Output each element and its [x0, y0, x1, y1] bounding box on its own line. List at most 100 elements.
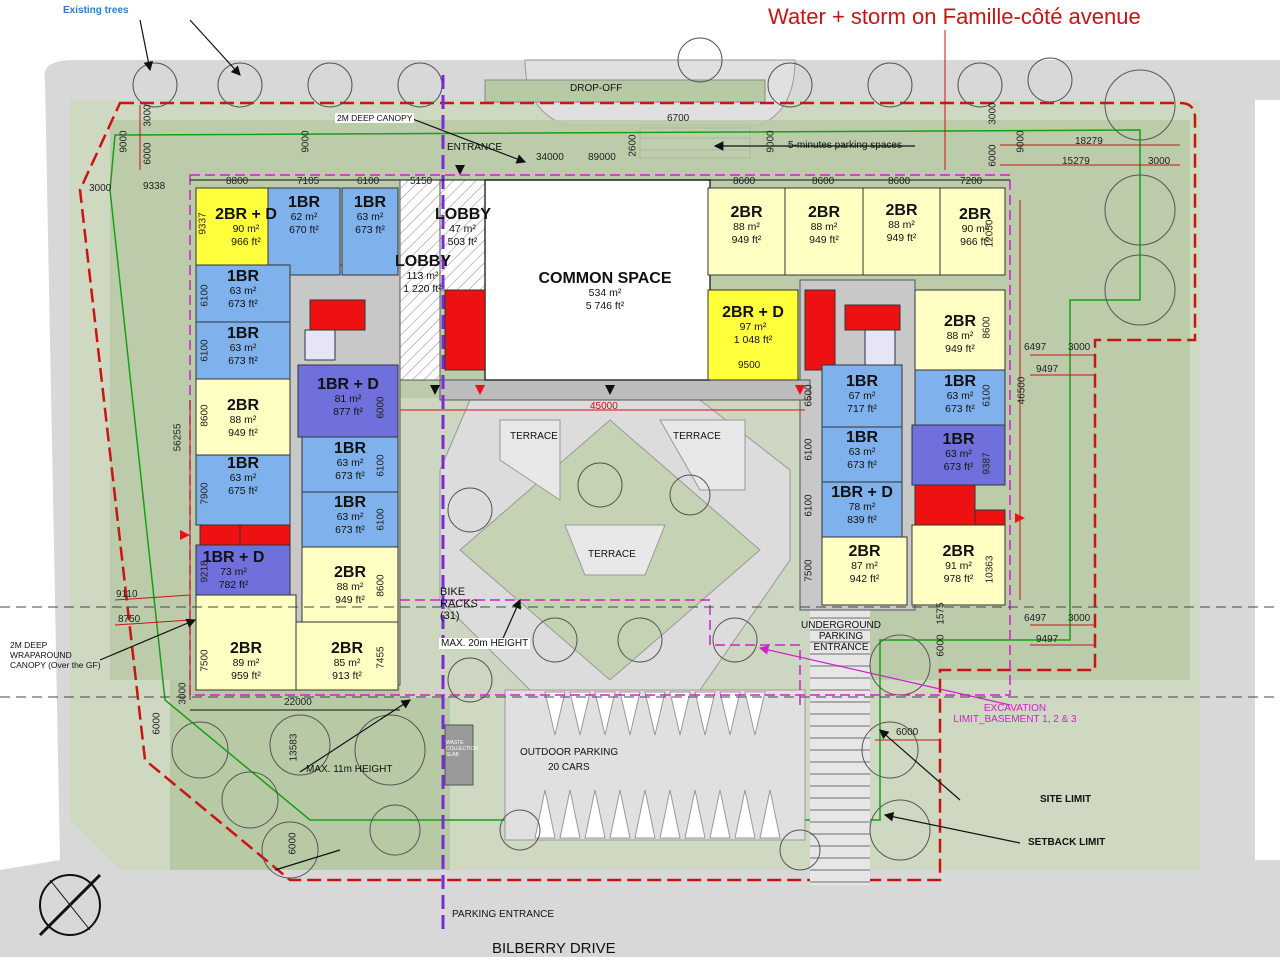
terrace-3-pad: [564, 524, 666, 576]
unit-14-type: 2BR: [330, 640, 363, 657]
dim-9000-c: 9000: [765, 130, 777, 153]
dim-56255: 56255: [172, 423, 184, 452]
lobby-north-ft2: 503 ft²: [447, 236, 478, 248]
unit-27-type: 2BR: [942, 543, 975, 560]
unit-4-type: 1BR: [226, 268, 259, 285]
unit-10-type: 1BR + D: [317, 376, 379, 393]
unit-11-type: 1BR: [333, 440, 366, 457]
excavation-line-2: [400, 599, 801, 710]
dim-45000: 45000: [590, 401, 618, 412]
unit-20-type: 2BR: [943, 313, 976, 330]
street-label: BILBERRY DRIVE: [492, 940, 616, 957]
dim-6497-a: 6497: [1024, 342, 1047, 353]
dim-6700: 6700: [667, 113, 690, 124]
unit-12-m2: 63 m²: [336, 511, 364, 523]
dim-7500-e: 7500: [803, 559, 815, 582]
terrace-label-1: TERRACE: [510, 431, 558, 442]
terrace-label-3: TERRACE: [588, 549, 636, 560]
dim-2000-sw: 3000: [177, 682, 189, 705]
dim-3000-b: 3000: [89, 183, 112, 194]
max-20m-label: MAX. 20m HEIGHT: [439, 638, 531, 649]
north-arrow: [38, 873, 102, 937]
dim-3000-c: 3000: [987, 102, 999, 125]
unit-13-type: 2BR: [333, 564, 366, 581]
dim-46500: 46500: [1016, 376, 1028, 405]
terrace-label-2: TERRACE: [673, 431, 721, 442]
dim-6500: 6500: [803, 384, 815, 407]
common-space: COMMON SPACE 534 m² 5 746 ft²: [505, 270, 705, 313]
excavation-label: EXCAVATION LIMIT_BASEMENT 1, 2 & 3: [953, 703, 1077, 725]
unit-25-m2: 63 m²: [945, 448, 972, 460]
unit-19-ft2: 1 048 ft²: [733, 334, 773, 346]
unit-2-m2: 62 m²: [290, 211, 318, 223]
wraparound-canopy-label: 2M DEEP WRAPAROUND CANOPY (Over the GF): [10, 640, 101, 670]
underground-entrance-label: UNDERGROUND PARKING ENTRANCE: [801, 620, 881, 653]
unit-17-type: 2BR: [885, 202, 918, 219]
unit-17-m2: 88 m²: [888, 219, 915, 231]
unit-3-ft2: 673 ft²: [355, 224, 385, 236]
dim-34000: 34000: [536, 152, 564, 163]
unit-11-m2: 63 m²: [336, 457, 364, 469]
unit-13-m2: 88 m²: [336, 581, 364, 593]
dim-6100-w1: 6100: [199, 284, 211, 307]
dim-7105: 7105: [297, 176, 320, 187]
unit-6-type: 2BR: [226, 397, 259, 414]
dim-12050: 12050: [984, 219, 996, 248]
unit-9-type: 2BR: [229, 640, 262, 657]
unit-4-m2: 63 m²: [229, 285, 257, 297]
unit-2-type: 1BR: [287, 194, 320, 211]
unit-25-ft2: 673 ft²: [943, 461, 974, 473]
unit-16-ft2: 949 ft²: [809, 234, 839, 246]
dim-2600: 2600: [627, 134, 639, 157]
common-space-ft2: 5 746 ft²: [585, 300, 625, 312]
waste-slab-label: WASTE COLLECTION SLAB: [446, 740, 478, 758]
leader-arrows: [99, 19, 1021, 871]
unit-5-ft2: 673 ft²: [228, 355, 258, 367]
unit-26-ft2: 942 ft²: [849, 573, 880, 585]
dim-8750: 8750: [118, 614, 141, 625]
canopy-label: 2M DEEP CANOPY: [335, 113, 415, 123]
dim-6100-e: 6100: [981, 384, 993, 407]
unit-4-ft2: 673 ft²: [228, 298, 258, 310]
unit-24-ft2: 839 ft²: [847, 514, 877, 526]
ramp: [810, 605, 870, 885]
dim-9497-a: 9497: [1036, 364, 1059, 375]
dim-7200: 7200: [960, 176, 983, 187]
dim-18279: 18279: [1075, 136, 1103, 147]
dim-6100-e2: 6100: [803, 494, 815, 517]
dim-6100-top: 6100: [357, 176, 380, 187]
unit-5-m2: 63 m²: [229, 342, 257, 354]
dim-13583: 13583: [288, 733, 300, 762]
dim-8600-w: 8600: [199, 404, 211, 427]
dim-9218: 9218: [199, 560, 211, 583]
exit-arrows: [180, 385, 1025, 540]
lobby-west-name: LOBBY: [395, 253, 451, 270]
outdoor-parking-label: OUTDOOR PARKING: [520, 747, 619, 758]
unit-1-m2: 90 m²: [232, 223, 260, 235]
unit-26-m2: 87 m²: [851, 560, 878, 572]
unit-2-ft2: 670 ft²: [289, 224, 319, 236]
terrace-1-pad: [499, 419, 561, 501]
unit-24-m2: 78 m²: [848, 501, 876, 513]
short-parking-label: 5-minutes parking spaces: [788, 140, 902, 151]
unit-8-ft2: 782 ft²: [218, 579, 249, 591]
unit-15-m2: 88 m²: [733, 221, 760, 233]
dim-6000-se: 6000: [935, 634, 947, 657]
unit-14-m2: 85 m²: [333, 657, 361, 669]
unit-5-type: 1BR: [226, 325, 259, 342]
dim-3000-d: 3000: [1148, 156, 1171, 167]
dim-8800: 8800: [226, 176, 249, 187]
dim-7500-w: 7500: [199, 649, 211, 672]
